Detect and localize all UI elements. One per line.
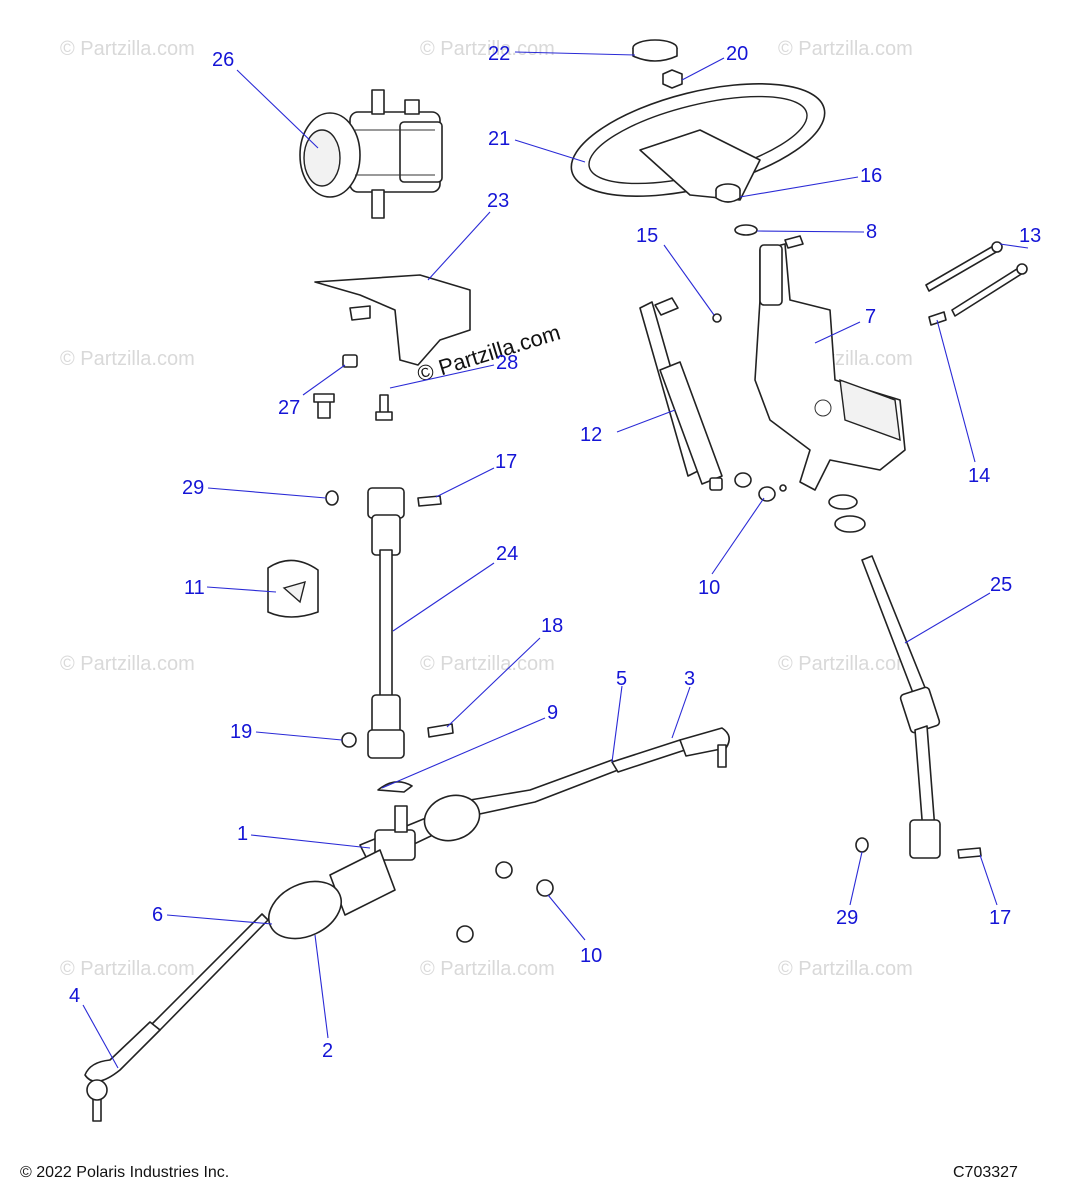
callout-10b: 10 [580,945,602,967]
callout-27: 27 [278,397,300,419]
part-27-bolts [313,354,358,419]
part-29-nut [325,490,339,506]
part-10-nuts-lower [456,861,554,943]
part-24-intermediate-shaft [367,487,405,759]
part-1-steering-rack [329,759,619,916]
callout-14: 14 [968,465,990,487]
watermark: © Partzilla.com [60,958,195,980]
callout-16: 16 [860,165,882,187]
part-22-cap [632,39,678,62]
part-18-bolt [427,723,454,738]
watermark: © Partzilla.com [420,653,555,675]
callout-29: 29 [182,477,204,499]
bolt [784,235,804,249]
copyright-text: © 2022 Polaris Industries Inc. [20,1164,230,1181]
callout-10: 10 [698,577,720,599]
leader-lines [82,51,1029,1069]
callout-19: 19 [230,721,252,743]
callout-17b: 17 [989,907,1011,929]
part-29-nut [855,837,869,853]
part-16-bushing [715,183,741,203]
part-11-boot [267,559,319,618]
part-2-boot [268,880,342,940]
callout-17: 17 [495,451,517,473]
part-3-tie-rod-right [611,727,730,773]
watermark: © Partzilla.com [778,958,913,980]
part-19-nut [341,732,357,748]
callout-1: 1 [237,823,248,845]
part-26-power-steering-unit [299,89,443,219]
part-8-bearing [734,224,758,236]
callout-5: 5 [616,668,627,690]
watermark: © Partzilla.com [420,38,555,60]
part-12-gas-strut [639,297,723,491]
watermark: © Partzilla.com [778,653,913,675]
callout-7: 7 [865,306,876,328]
callout-8: 8 [866,221,877,243]
callout-11: 11 [184,577,205,599]
part-21-steering-wheel [570,83,826,201]
callout-23: 23 [487,190,509,212]
part-9-cover [377,781,413,793]
callout-4: 4 [69,985,80,1007]
part-25-lower-shaft [861,555,941,859]
callout-15: 15 [636,225,658,247]
callout-labels: 26 22 20 21 16 15 8 13 23 7 28 27 12 14 … [69,43,1041,1062]
watermark: © Partzilla.com [778,38,913,60]
column-bushings [828,494,866,533]
part-15-nut [712,313,722,323]
watermarks: © Partzilla.com © Partzilla.com © Partzi… [60,38,913,980]
callout-24: 24 [496,543,518,565]
part-23-bracket [314,274,471,366]
watermark: © Partzilla.com [60,38,195,60]
part-20-nut [662,69,683,89]
callout-2: 2 [322,1040,333,1062]
callout-25: 25 [990,574,1012,596]
callout-29b: 29 [836,907,858,929]
callout-6: 6 [152,904,163,926]
callout-12: 12 [580,424,602,446]
callout-26: 26 [212,49,234,71]
callout-22: 22 [488,43,510,65]
callout-9: 9 [547,702,558,724]
watermark: © Partzilla.com [420,958,555,980]
callout-21: 21 [488,128,510,150]
part-13-bolts [925,241,1028,317]
part-17-bolt [957,847,982,859]
watermark: © Partzilla.com [60,348,195,370]
part-10-nuts-upper [734,472,787,502]
part-4-tie-rod-left [84,913,269,1122]
part-14-bolt [928,311,947,326]
diagram-code: C703327 [953,1164,1018,1181]
callout-13: 13 [1019,225,1041,247]
callout-20: 20 [726,43,748,65]
part-7-column-bracket [754,243,906,491]
callout-18: 18 [541,615,563,637]
part-28-bolt [375,394,393,421]
callout-28: 28 [496,352,518,374]
watermark: © Partzilla.com [60,653,195,675]
callout-3: 3 [684,668,695,690]
part-17-bolt [417,495,442,507]
